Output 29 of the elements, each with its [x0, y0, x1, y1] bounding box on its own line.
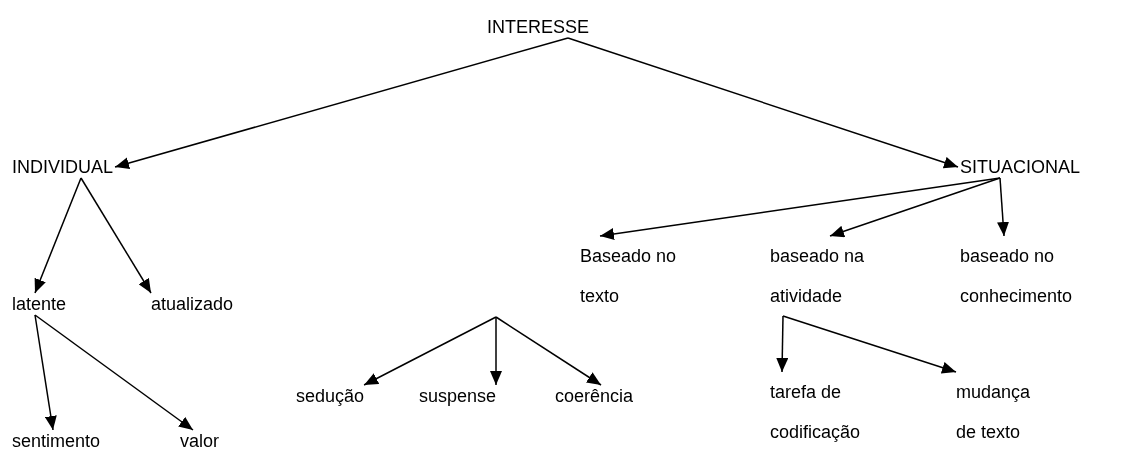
- arrow: [363, 316, 497, 386]
- arrow: [80, 177, 152, 294]
- arrow: [776, 315, 789, 373]
- concept-label: suspense: [419, 385, 497, 407]
- concept-label: Baseado no texto: [580, 236, 705, 316]
- arrow: [567, 37, 959, 169]
- arrow: [34, 177, 82, 294]
- concept-label: latente: [12, 293, 67, 315]
- arrow: [34, 314, 194, 431]
- arrow: [829, 177, 1001, 238]
- concept-label: mudança de texto: [956, 372, 1046, 452]
- arrow: [495, 316, 602, 386]
- concept-label: INDIVIDUAL: [12, 156, 114, 178]
- concept-label: valor: [180, 430, 219, 452]
- arrow: [599, 177, 1001, 240]
- concept-label: INTERESSE: [487, 16, 590, 38]
- arrow: [997, 177, 1009, 237]
- arrow: [114, 37, 569, 169]
- concept-label: SITUACIONAL: [960, 156, 1081, 178]
- concept-label: coerência: [555, 385, 634, 407]
- concept-label: atualizado: [151, 293, 234, 315]
- arrow: [34, 314, 57, 431]
- concept-label: sentimento: [12, 430, 101, 452]
- arrow: [490, 316, 502, 386]
- concept-label: baseado na atividade: [770, 236, 895, 316]
- concept-label: sedução: [296, 385, 365, 407]
- concept-label: tarefa de codificação: [770, 372, 880, 452]
- arrow: [782, 315, 957, 374]
- concept-label: baseado no conhecimento: [960, 236, 1090, 316]
